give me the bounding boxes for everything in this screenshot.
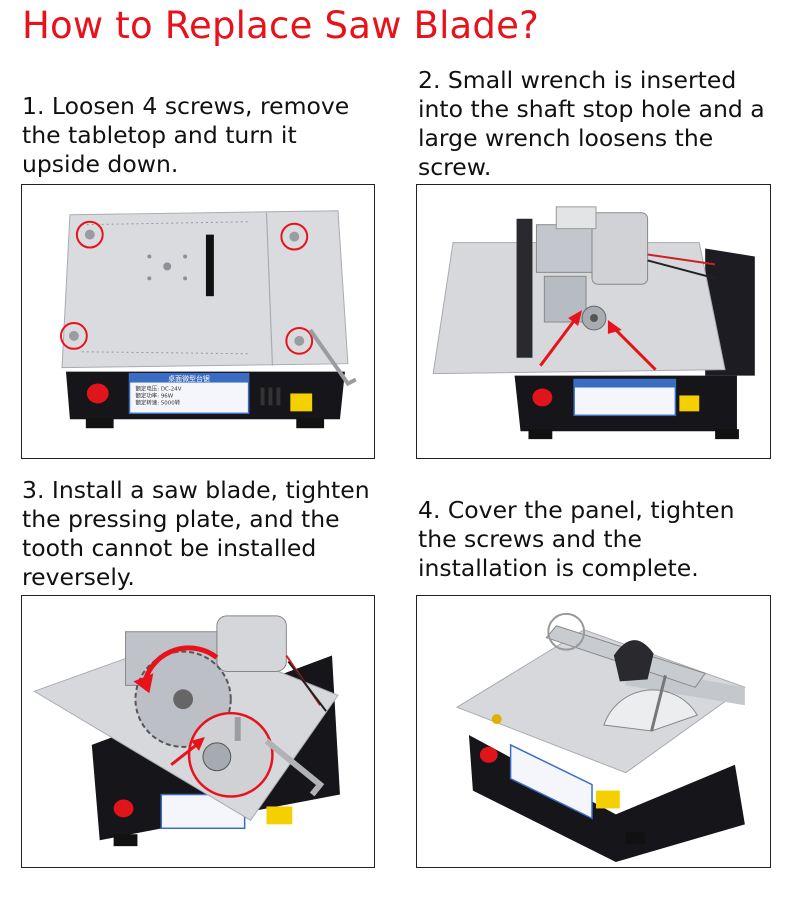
hex-key [308,328,357,387]
foot [85,418,114,429]
pressing-plate [202,742,232,772]
warning-sticker [679,395,700,412]
wrench [264,738,325,797]
arrow-to-plate [170,741,200,766]
page-title: How to Replace Saw Blade? [22,4,539,47]
warning-sticker [290,393,313,412]
screw-highlight-circle [285,326,314,355]
arrow-screw [612,326,657,371]
screw-highlight-circle [75,220,104,249]
step-3-image [21,595,375,868]
saw-upside-down-illustration [432,206,755,440]
belt [516,218,533,358]
step-3-text: 3. Install a saw blade, tighten the pres… [22,476,370,591]
blade-slot [205,234,214,297]
step-4-image [416,595,771,868]
label-title: 桌面微型台锯 [168,374,210,383]
foot [296,418,325,429]
power-switch [532,388,553,407]
step-1-text: 1. Loosen 4 screws, remove the tabletop … [22,92,350,178]
screw-highlight-circle [280,222,309,251]
motor [591,212,649,285]
protractor [603,689,698,732]
angle-guide [547,612,586,651]
motor [216,615,287,672]
label-power: 额定功率: 96W [135,391,173,399]
screw [234,717,241,741]
warning-sticker [266,806,293,825]
power-switch [479,746,498,763]
warning-sticker [595,790,620,809]
power-switch [113,799,134,818]
step-1-image: 桌面微型台锯 额定电压: DC-24V 额定功率: 96W 额定转速: 5000… [21,184,375,459]
assembled-saw-illustration [455,612,746,863]
power-switch [86,383,109,404]
screw-highlight-circle [60,321,88,350]
step-2-text: 2. Small wrench is inserted into the sha… [418,66,765,181]
blade-install-illustration [33,615,340,847]
saw-tabletop-illustration: 桌面微型台锯 额定电压: DC-24V 额定功率: 96W 额定转速: 5000… [60,210,357,429]
tabletop [61,210,349,369]
product-label [509,743,593,820]
label-voltage: 额定电压: DC-24V [135,384,181,392]
rotation-arrow [143,645,219,681]
step-2-image [416,184,771,459]
step-4-text: 4. Cover the panel, tighten the screws a… [418,496,735,582]
arrow-shaft-hole [539,317,578,367]
saw-blade [613,640,654,682]
label-speed: 额定转速: 5000转 [135,398,180,406]
